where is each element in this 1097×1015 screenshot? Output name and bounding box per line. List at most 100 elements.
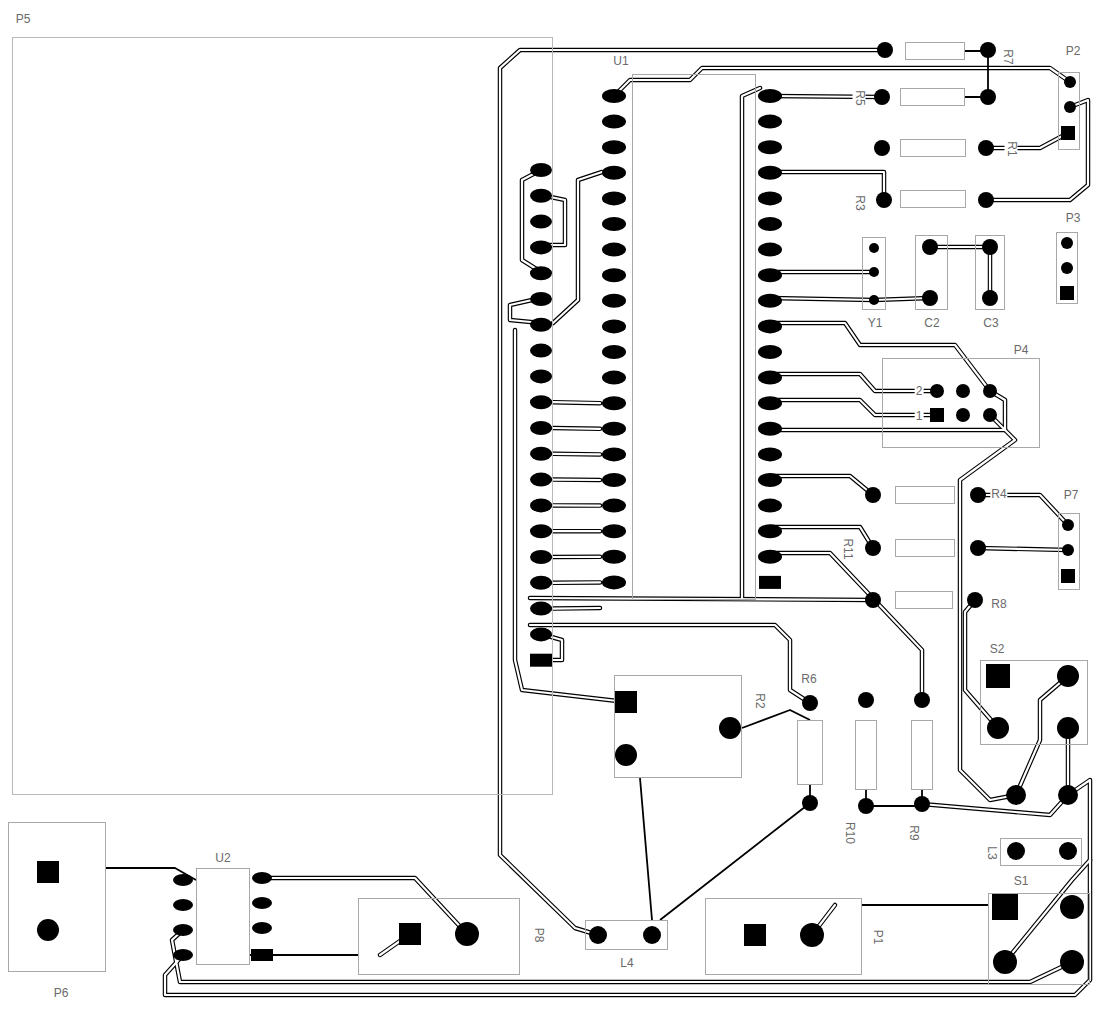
oval-pad: [530, 215, 552, 229]
component-outline: P3: [1056, 232, 1078, 304]
reference-designator: R8: [990, 598, 1007, 611]
round-pad: [719, 717, 741, 739]
round-pad: [956, 384, 970, 398]
reference-designator: C3: [982, 317, 999, 330]
oval-pad: [758, 524, 782, 538]
round-pad: [869, 243, 879, 253]
copper-trace: [770, 271, 874, 273]
copper-trace: [874, 298, 930, 300]
oval-pad: [602, 345, 626, 359]
component-outline: S2: [980, 660, 1088, 745]
copper-trace: [770, 270, 874, 275]
oval-pad: [530, 344, 552, 358]
oval-pad: [602, 166, 626, 180]
reference-designator: Y1: [867, 317, 884, 330]
reference-designator: P3: [1065, 212, 1082, 225]
round-pad: [615, 744, 637, 766]
round-pad: [1057, 717, 1079, 739]
component-outline: P1: [705, 898, 862, 975]
round-pad: [978, 192, 994, 208]
reference-designator: L3: [985, 845, 998, 860]
copper-trace: [986, 133, 1068, 148]
copper-trace: [960, 415, 1016, 800]
reference-designator: P8: [532, 927, 545, 944]
copper-trace: [770, 172, 884, 200]
round-pad: [922, 290, 938, 306]
copper-trace: [874, 298, 930, 300]
copper-trace: [930, 245, 990, 250]
oval-pad: [530, 421, 552, 435]
round-pad: [1064, 101, 1076, 113]
oval-pad: [530, 292, 552, 306]
oval-pad: [602, 89, 626, 103]
oval-pad: [530, 369, 552, 383]
copper-trace: [530, 625, 810, 703]
copper-trace: [172, 930, 1072, 982]
oval-pad: [758, 217, 782, 231]
copper-trace: [930, 246, 990, 248]
round-pad: [874, 89, 890, 105]
component-outline: U2: [196, 868, 250, 965]
oval-pad: [602, 115, 626, 129]
square-pad: [399, 923, 421, 945]
square-pad: [1061, 126, 1075, 140]
oval-pad: [530, 473, 552, 487]
copper-trace: [978, 548, 1068, 550]
component-outline: P6: [8, 822, 106, 972]
component-outline: L3: [1000, 838, 1082, 866]
copper-trace: [986, 100, 1088, 200]
copper-trace: [770, 323, 990, 391]
copper-trace: [165, 780, 1090, 995]
trace-connector: [742, 710, 810, 728]
component-outline: L4: [585, 920, 668, 950]
reference-designator: R1: [1005, 140, 1018, 157]
oval-pad: [530, 447, 552, 461]
oval-pad: [530, 395, 552, 409]
reference-designator: S1: [1013, 875, 1030, 888]
oval-pad: [173, 924, 193, 936]
square-pad: [1060, 286, 1074, 300]
component-outline: P8: [358, 898, 520, 975]
round-pad: [1064, 76, 1076, 88]
copper-trace: [500, 50, 885, 935]
component-outline: R8: [895, 591, 953, 609]
oval-pad: [602, 422, 626, 436]
square-pad: [992, 894, 1018, 920]
square-pad: [759, 576, 781, 589]
oval-pad: [602, 447, 626, 461]
copper-trace: [553, 555, 600, 560]
reference-designator: U2: [214, 852, 231, 865]
component-outline: P421: [882, 358, 1040, 448]
square-pad: [615, 691, 637, 713]
oval-pad: [758, 243, 782, 257]
trace-group: [165, 50, 1090, 995]
trace-connector: [250, 954, 358, 956]
component-outline: R10: [855, 720, 877, 790]
pin-number: 1: [915, 410, 924, 423]
component-outline: P7: [1058, 513, 1080, 590]
reference-designator: P4: [1013, 344, 1030, 357]
copper-trace: [530, 625, 810, 703]
reference-designator: S2: [989, 643, 1006, 656]
component-outline: R3: [900, 190, 966, 208]
copper-trace: [770, 391, 1005, 430]
oval-pad: [758, 89, 782, 103]
copper-trace: [960, 415, 1016, 800]
round-pad: [1057, 665, 1079, 687]
copper-trace: [553, 172, 602, 323]
copper-trace: [553, 479, 600, 482]
round-pad: [930, 384, 944, 398]
round-pad: [589, 926, 607, 944]
oval-pad: [602, 294, 626, 308]
round-pad: [970, 487, 986, 503]
oval-pad: [758, 499, 782, 513]
round-pad: [877, 42, 893, 58]
copper-trace: [553, 427, 600, 430]
component-outline: Y1: [862, 237, 886, 310]
oval-pad: [758, 345, 782, 359]
round-pad: [914, 692, 930, 708]
component-outline: R9: [911, 720, 933, 790]
oval-pad: [602, 524, 626, 538]
